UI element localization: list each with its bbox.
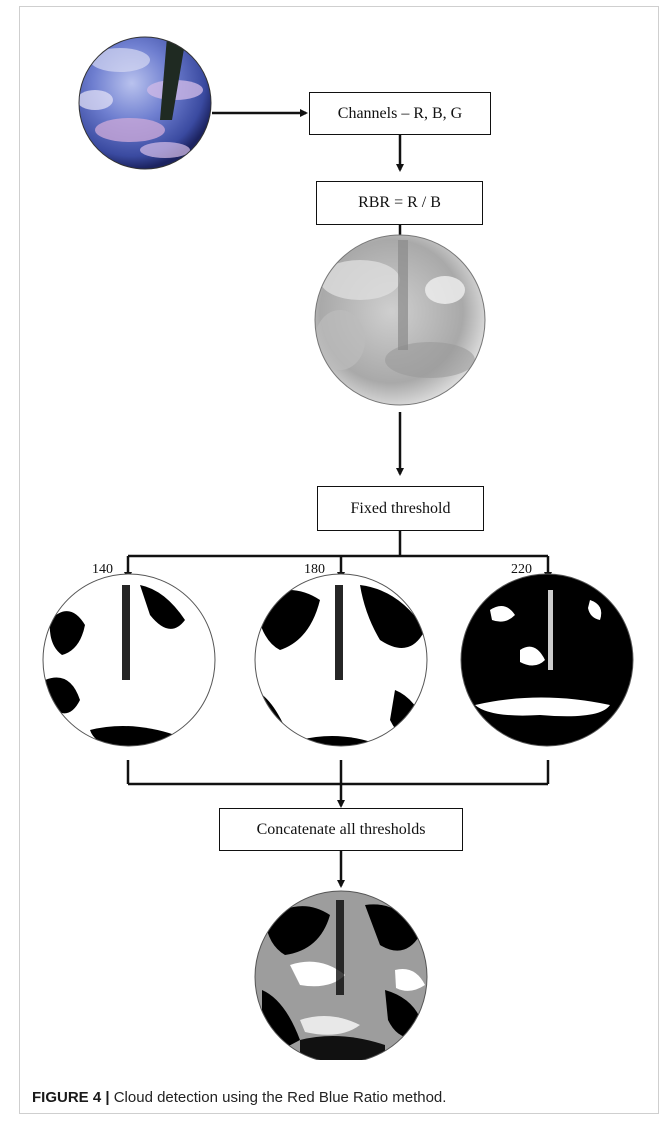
final-image bbox=[254, 890, 428, 1060]
channels-box: Channels – R, B, G bbox=[309, 92, 491, 135]
fixed-threshold-box: Fixed threshold bbox=[317, 486, 484, 531]
threshold-label-220: 220 bbox=[511, 562, 532, 577]
rbr-box: RBR = R / B bbox=[316, 181, 483, 225]
mask-220-image bbox=[460, 573, 634, 747]
threshold-label-180: 180 bbox=[304, 562, 325, 577]
flowchart bbox=[42, 36, 634, 1060]
caption-text: Cloud detection using the Red Blue Ratio… bbox=[109, 1089, 447, 1106]
threshold-label-140: 140 bbox=[92, 562, 113, 577]
figure-label: FIGURE 4 | bbox=[32, 1089, 110, 1106]
rbr-image bbox=[314, 234, 486, 406]
figure-caption: FIGURE 4 | Cloud detection using the Red… bbox=[32, 1089, 652, 1106]
mask-140-image bbox=[42, 573, 216, 747]
sky-image bbox=[78, 36, 212, 170]
mask-180-image bbox=[254, 573, 428, 747]
concatenate-box: Concatenate all thresholds bbox=[219, 808, 463, 851]
